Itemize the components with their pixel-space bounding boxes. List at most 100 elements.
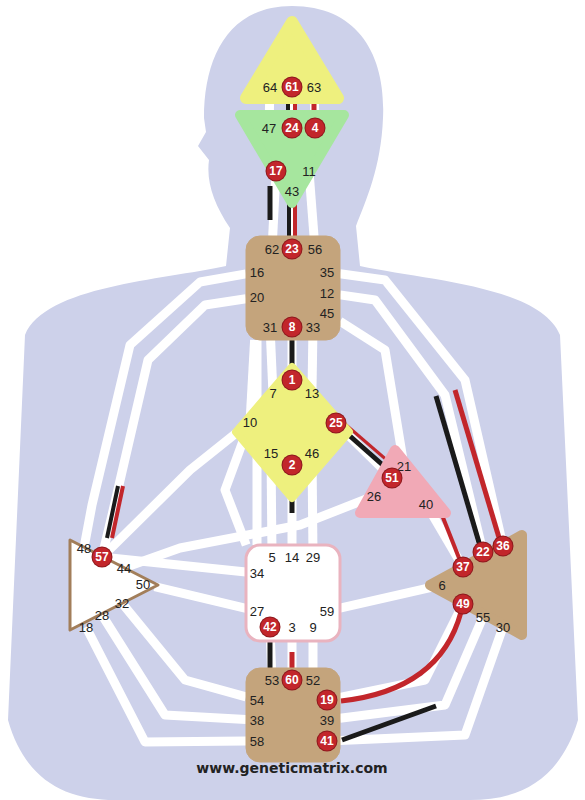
- activation-line: [268, 186, 273, 220]
- gate-number: 54: [248, 691, 267, 710]
- channel-line: [225, 441, 246, 546]
- gate-number: 49: [454, 595, 473, 614]
- gate-number: 47: [260, 119, 279, 138]
- gate-number: 57: [93, 548, 112, 567]
- gate-number: 7: [264, 384, 283, 403]
- energy-center: 47244171143: [232, 107, 352, 211]
- watermark: www.geneticmatrix.com: [196, 760, 387, 776]
- activation-line: [293, 203, 297, 238]
- channel-line: [340, 627, 503, 740]
- gate-number: 29: [304, 548, 323, 567]
- gate-number: 56: [306, 240, 325, 259]
- gate-number: 15: [262, 444, 281, 463]
- center-shape: [360, 450, 446, 513]
- gate-number: 28: [93, 606, 112, 625]
- gate-number: 52: [304, 671, 323, 690]
- gate-number: 25: [327, 414, 346, 433]
- channel-line: [271, 340, 273, 389]
- center-shape: [246, 236, 340, 340]
- gate-number: 17: [267, 162, 286, 181]
- gate-number: 10: [241, 413, 260, 432]
- gate-number: 31: [261, 318, 280, 337]
- center-outline: [352, 442, 454, 521]
- channel-line: [340, 274, 503, 546]
- activation-line: [442, 515, 459, 558]
- gate-number: 46: [303, 444, 322, 463]
- gate-number: 37: [454, 558, 473, 577]
- energy-center: 514293459274239: [238, 537, 348, 649]
- gate-number: 2: [283, 456, 302, 475]
- channel-line: [102, 299, 246, 557]
- gate-number: 48: [75, 539, 94, 558]
- gate-number: 42: [261, 618, 280, 637]
- channel-line: [309, 641, 318, 668]
- gate-number: 24: [283, 119, 302, 138]
- channel-line: [308, 475, 318, 545]
- channel-line: [309, 174, 314, 236]
- gate-number: 14: [283, 548, 302, 567]
- center-shape: [246, 22, 338, 98]
- gate-number: 40: [417, 495, 436, 514]
- gate-number: 33: [304, 318, 323, 337]
- activation-line: [107, 486, 118, 538]
- gate-number: 53: [263, 671, 282, 690]
- channel-line: [86, 627, 246, 742]
- gate-number: 39: [318, 711, 337, 730]
- center-shape: [236, 367, 349, 498]
- activation-line: [342, 706, 436, 740]
- gate-number: 13: [303, 384, 322, 403]
- activation-line: [436, 396, 480, 546]
- energy-center: 17 13 10 25 15 462: [228, 359, 357, 506]
- gate-number: 59: [318, 602, 337, 621]
- channel-line: [155, 587, 246, 609]
- gate-number: 50: [134, 575, 153, 594]
- energy-center: 48574450322818: [62, 532, 166, 638]
- gate-number: 41: [318, 732, 337, 751]
- center-shape: [246, 668, 340, 762]
- channel-line: [84, 274, 246, 547]
- activation-lines: [107, 96, 500, 740]
- activation-line: [290, 652, 295, 670]
- gate-number: 43: [283, 182, 302, 201]
- gate-number: 4: [306, 119, 325, 138]
- channel-line: [340, 587, 434, 608]
- gate-number: 55: [474, 608, 493, 627]
- activation-line: [455, 390, 500, 541]
- energy-center: 21512640: [352, 442, 454, 521]
- gate-number: 1: [283, 371, 302, 390]
- gate-number: 19: [318, 691, 337, 710]
- center-shape: [240, 115, 344, 203]
- gate-number: 8: [283, 318, 302, 337]
- gate-number: 22: [474, 543, 493, 562]
- gate-number: 30: [494, 618, 513, 637]
- gate-number: 62: [263, 240, 282, 259]
- gate-number: 5: [263, 548, 282, 567]
- channel-line: [340, 295, 483, 552]
- gate-number: 6: [433, 576, 452, 595]
- channel-line: [288, 340, 297, 367]
- gate-number: 51: [383, 469, 402, 488]
- activation-line: [341, 612, 461, 701]
- energy-center: 2236 376495530: [422, 527, 530, 643]
- gate-number: 35: [318, 263, 337, 282]
- gate-number: 27: [248, 602, 267, 621]
- gate-number: 38: [248, 711, 267, 730]
- body-outline: [8, 6, 578, 800]
- gate-number: 16: [248, 263, 267, 282]
- gate-number: 58: [248, 732, 267, 751]
- energy-center: 536052541938395841: [238, 660, 348, 770]
- gate-number: 18: [77, 618, 96, 637]
- channel-line: [340, 617, 483, 718]
- gate-number: 26: [365, 487, 384, 506]
- gate-number: 32: [113, 594, 132, 613]
- gate-number: 36: [494, 537, 513, 556]
- gate-number: 63: [305, 78, 324, 97]
- center-shape: [246, 545, 340, 641]
- gate-number: 9: [304, 618, 323, 637]
- energy-center: 622356163520124531833: [238, 228, 348, 348]
- gate-number: 34: [248, 564, 267, 583]
- gate-number: 61: [283, 78, 302, 97]
- gate-number: 64: [261, 78, 280, 97]
- gate-number: 12: [318, 284, 337, 303]
